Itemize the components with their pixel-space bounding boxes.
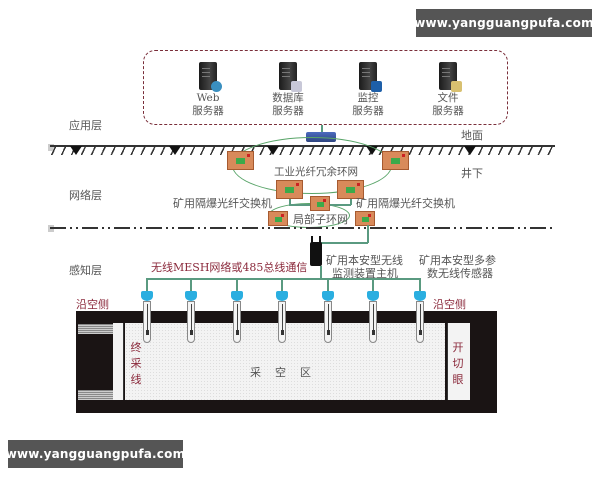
sensor-drop xyxy=(372,278,374,292)
surface-label: 地面 xyxy=(461,129,483,142)
server-hub-link xyxy=(321,125,323,133)
layer-label-application: 应用层 xyxy=(69,119,102,132)
database-server-icon xyxy=(279,62,302,92)
server-label-line1: 监控 xyxy=(357,92,379,104)
host-label-line2: 监测装置主机 xyxy=(332,267,398,280)
sensor-probe xyxy=(143,301,151,343)
server-file: 文件 服务器 xyxy=(418,62,478,118)
web-server-icon xyxy=(199,62,222,92)
server-label-line2: 服务器 xyxy=(192,105,224,117)
ground-triangle-icon xyxy=(464,146,476,155)
sensor-probe xyxy=(369,301,377,343)
sensor-drop xyxy=(327,278,329,292)
fiber-switch-icon xyxy=(310,196,330,211)
ground-triangle-icon xyxy=(169,146,181,155)
sensor-head-icon xyxy=(141,291,153,301)
wireless-sensor xyxy=(366,291,380,343)
layer-label-perception: 感知层 xyxy=(69,264,102,277)
end-mining-label: 终 采 线 xyxy=(130,341,142,386)
bus-link xyxy=(320,266,322,278)
goaf-hatch xyxy=(78,324,113,334)
fiber-switch-icon xyxy=(268,211,288,226)
sensor-probe xyxy=(324,301,332,343)
server-group xyxy=(143,50,508,125)
file-server-icon xyxy=(439,62,462,92)
fiber-switch-icon xyxy=(355,211,375,226)
ground-triangle-icon xyxy=(70,146,82,155)
wireless-sensor xyxy=(184,291,198,343)
underground-label: 井下 xyxy=(461,167,483,180)
sensor-drop xyxy=(236,278,238,292)
fiber-switch-icon xyxy=(382,151,409,170)
local-ring-label: 局部子环网 xyxy=(293,213,348,226)
server-label-line2: 服务器 xyxy=(432,105,464,117)
sensor-drop xyxy=(281,278,283,292)
server-database: 数据库 服务器 xyxy=(258,62,318,118)
sensor-probe xyxy=(187,301,195,343)
server-label-line2: 服务器 xyxy=(272,105,304,117)
sensor-probe xyxy=(233,301,241,343)
sensor-drop xyxy=(190,278,192,292)
fiber-switch-icon xyxy=(337,180,364,199)
sensor-drop xyxy=(146,278,148,292)
sensor-head-icon xyxy=(185,291,197,301)
side-label-left: 沿空侧 xyxy=(76,298,109,311)
wireless-sensor xyxy=(140,291,154,343)
sensor-head-icon xyxy=(231,291,243,301)
sensor-head-icon xyxy=(276,291,288,301)
ring-host-link xyxy=(367,225,369,243)
watermark-top: www.yangguangpufa.com xyxy=(414,9,594,37)
switch-label-left: 矿用隔爆光纤交换机 xyxy=(173,197,272,210)
sensor-probe xyxy=(278,301,286,343)
server-monitor: 监控 服务器 xyxy=(338,62,398,118)
sensor-label-line1: 矿用本安型多参 xyxy=(419,254,496,267)
server-label-line1: Web xyxy=(196,92,220,104)
backbone-ring-label: 工业光纤冗余环网 xyxy=(274,166,358,178)
fiber-switch-icon xyxy=(227,151,254,170)
sensor-probe xyxy=(416,301,424,343)
host-label-line1: 矿用本安型无线 xyxy=(326,254,403,267)
end-mining-strip xyxy=(113,323,124,400)
wireless-host-icon xyxy=(310,236,322,266)
layer-label-network: 网络层 xyxy=(69,189,102,202)
wireless-sensor xyxy=(230,291,244,343)
switch-link xyxy=(289,199,291,205)
goaf-hatch xyxy=(78,390,113,400)
switch-link xyxy=(350,199,352,205)
watermark-bottom: www.yangguangpufa.com xyxy=(6,440,185,468)
goaf-area xyxy=(125,323,445,400)
server-label-line1: 文件 xyxy=(437,92,459,104)
server-label-line2: 服务器 xyxy=(352,105,384,117)
mine-boundary-line xyxy=(50,227,555,229)
side-label-right: 沿空侧 xyxy=(433,298,466,311)
sensor-head-icon xyxy=(367,291,379,301)
cut-hole-label: 开 切 眼 xyxy=(452,341,464,386)
fiber-switch-icon xyxy=(276,180,303,199)
cut-hole-strip xyxy=(447,323,470,400)
sensor-bus xyxy=(146,278,421,280)
wireless-sensor xyxy=(275,291,289,343)
comm-label: 无线MESH网络或485总线通信 xyxy=(151,261,308,274)
server-web: Web 服务器 xyxy=(178,62,238,118)
sensor-head-icon xyxy=(322,291,334,301)
goaf-label: 采空区 xyxy=(250,366,325,379)
switch-label-right: 矿用隔爆光纤交换机 xyxy=(356,197,455,210)
sensor-head-icon xyxy=(414,291,426,301)
sensor-label-line2: 数无线传感器 xyxy=(427,267,493,280)
monitor-server-icon xyxy=(359,62,382,92)
wireless-sensor xyxy=(413,291,427,343)
wireless-sensor xyxy=(321,291,335,343)
server-label-line1: 数据库 xyxy=(272,92,304,104)
ring-host-link xyxy=(320,242,368,244)
sensor-drop xyxy=(419,278,421,292)
